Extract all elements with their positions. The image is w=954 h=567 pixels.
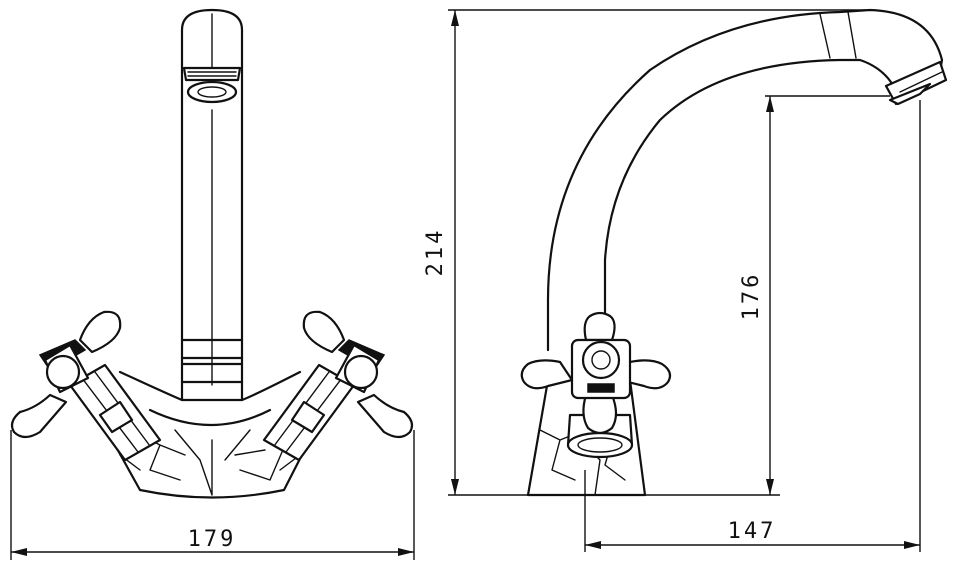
- front-left-cartridge: [68, 363, 162, 462]
- front-view: 179: [10, 8, 415, 560]
- dimension-overall-width: 179: [188, 527, 237, 552]
- dimension-spout-height: 176: [739, 272, 764, 321]
- front-left-handle: [10, 310, 122, 439]
- dimension-spout-reach: 147: [728, 519, 777, 544]
- side-cross-handle: [520, 311, 672, 435]
- front-right-cartridge: [262, 363, 356, 462]
- front-width-dimension: 179: [10, 430, 415, 560]
- side-spout-height-dimension: 176: [645, 95, 890, 496]
- front-riser-pipe: [180, 8, 244, 402]
- front-right-handle: [302, 310, 414, 439]
- side-view: 214 176 147: [423, 8, 948, 552]
- dimension-overall-height: 214: [423, 228, 448, 277]
- side-arched-spout: [546, 8, 948, 352]
- side-height-dimension: 214: [423, 9, 870, 496]
- front-valve-body: [88, 370, 332, 499]
- side-reach-dimension: 147: [584, 100, 921, 552]
